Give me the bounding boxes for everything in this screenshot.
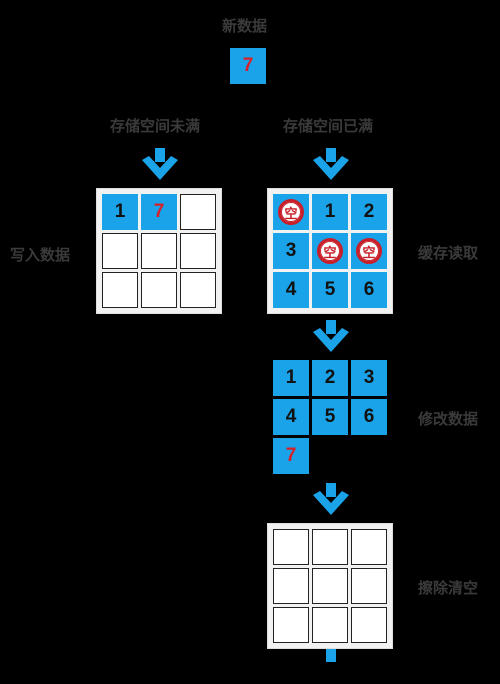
grid-cell-empty <box>273 607 309 643</box>
modify-data-label: 修改数据 <box>418 410 479 428</box>
grid-cell-empty <box>273 568 309 604</box>
down-arrow-icon <box>313 320 349 352</box>
grid-cell-empty <box>180 272 216 308</box>
grid-cell: 1 <box>273 360 309 396</box>
grid-cell-empty <box>351 529 387 565</box>
down-arrow-icon <box>142 148 178 180</box>
grid-cell: 6 <box>351 399 387 435</box>
grid-cell-empty <box>180 194 216 230</box>
grid-cell-empty <box>141 233 177 269</box>
grid-cell-empty <box>102 233 138 269</box>
empty-marker-icon: 空 <box>317 238 343 264</box>
grid-cell-empty <box>351 607 387 643</box>
grid-cell-empty <box>180 233 216 269</box>
grid-cell-emptied: 空 <box>351 233 387 269</box>
grid-cell: 1 <box>102 194 138 230</box>
new-data-cell: 7 <box>230 48 266 84</box>
down-arrow-icon <box>313 483 349 515</box>
cache-read-label: 缓存读取 <box>418 244 479 262</box>
grid-erased <box>267 523 393 649</box>
storage-not-full-label: 存储空间未满 <box>110 117 201 135</box>
write-data-label: 写入数据 <box>10 246 71 264</box>
grid-cell: 4 <box>273 399 309 435</box>
storage-full-label: 存储空间已满 <box>283 117 374 135</box>
down-arrow-icon <box>326 648 336 662</box>
grid-cell: 5 <box>312 272 348 308</box>
grid-cell-empty <box>312 568 348 604</box>
grid-cell-emptied: 空 <box>312 233 348 269</box>
grid-cell-new: 7 <box>273 438 309 474</box>
grid-cell-empty <box>273 529 309 565</box>
grid-cell: 6 <box>351 272 387 308</box>
grid-cell: 3 <box>351 360 387 396</box>
grid-not-full: 1 7 <box>96 188 222 314</box>
grid-cell-emptied: 空 <box>273 194 309 230</box>
grid-cell: 4 <box>273 272 309 308</box>
grid-cell-new: 7 <box>141 194 177 230</box>
grid-cell-empty <box>102 272 138 308</box>
erase-clear-label: 擦除清空 <box>418 579 479 597</box>
empty-marker-icon: 空 <box>278 199 304 225</box>
grid-cell-empty <box>141 272 177 308</box>
grid-cell: 5 <box>312 399 348 435</box>
grid-cell: 2 <box>312 360 348 396</box>
grid-cell-empty <box>312 607 348 643</box>
grid-cell: 1 <box>312 194 348 230</box>
grid-full: 空 1 2 3 空 空 4 5 6 <box>267 188 393 314</box>
grid-cell: 2 <box>351 194 387 230</box>
new-data-label: 新数据 <box>222 17 268 35</box>
grid-cell: 3 <box>273 233 309 269</box>
grid-cell-empty <box>351 568 387 604</box>
down-arrow-icon <box>313 148 349 180</box>
grid-cell-empty <box>312 529 348 565</box>
empty-marker-icon: 空 <box>356 238 382 264</box>
